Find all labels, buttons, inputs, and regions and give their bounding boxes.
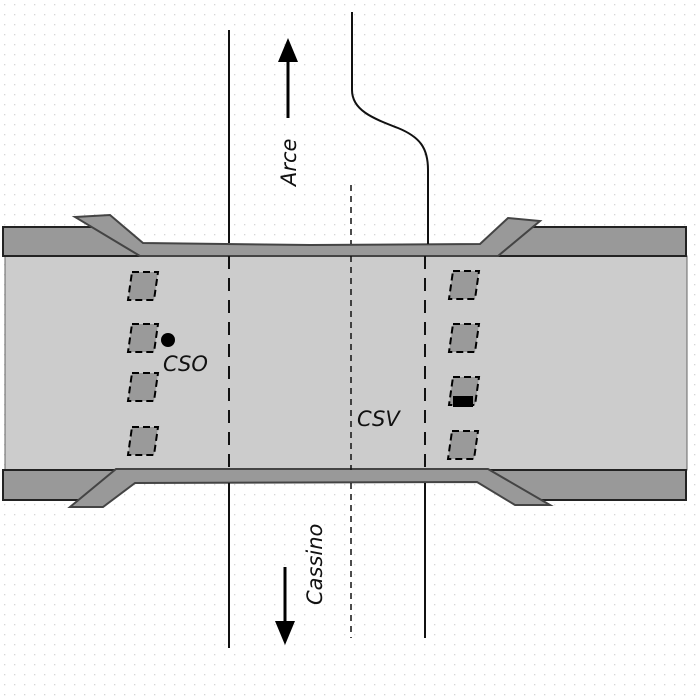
sensor-marker <box>453 396 473 407</box>
label-arce: Arce <box>277 139 301 188</box>
label-csv: CSV <box>357 407 401 431</box>
label-cso: CSO <box>163 352 208 376</box>
west-car-4 <box>126 426 160 456</box>
road-edge-right-top <box>351 12 429 244</box>
arrow-down-icon <box>275 567 295 645</box>
east-car-2 <box>447 323 481 353</box>
top-flare <box>71 213 543 257</box>
east-car-4 <box>446 430 480 460</box>
east-car-1 <box>447 270 481 300</box>
west-car-1 <box>126 271 160 301</box>
west-car-2 <box>126 323 160 353</box>
overpass-band <box>4 255 688 471</box>
cso-point-icon <box>161 333 175 347</box>
bottom-flare <box>67 468 554 508</box>
west-car-3 <box>126 372 160 402</box>
arrow-up-icon <box>278 38 298 118</box>
label-cassino: Cassino <box>303 524 327 605</box>
east-car-3 <box>447 376 481 407</box>
